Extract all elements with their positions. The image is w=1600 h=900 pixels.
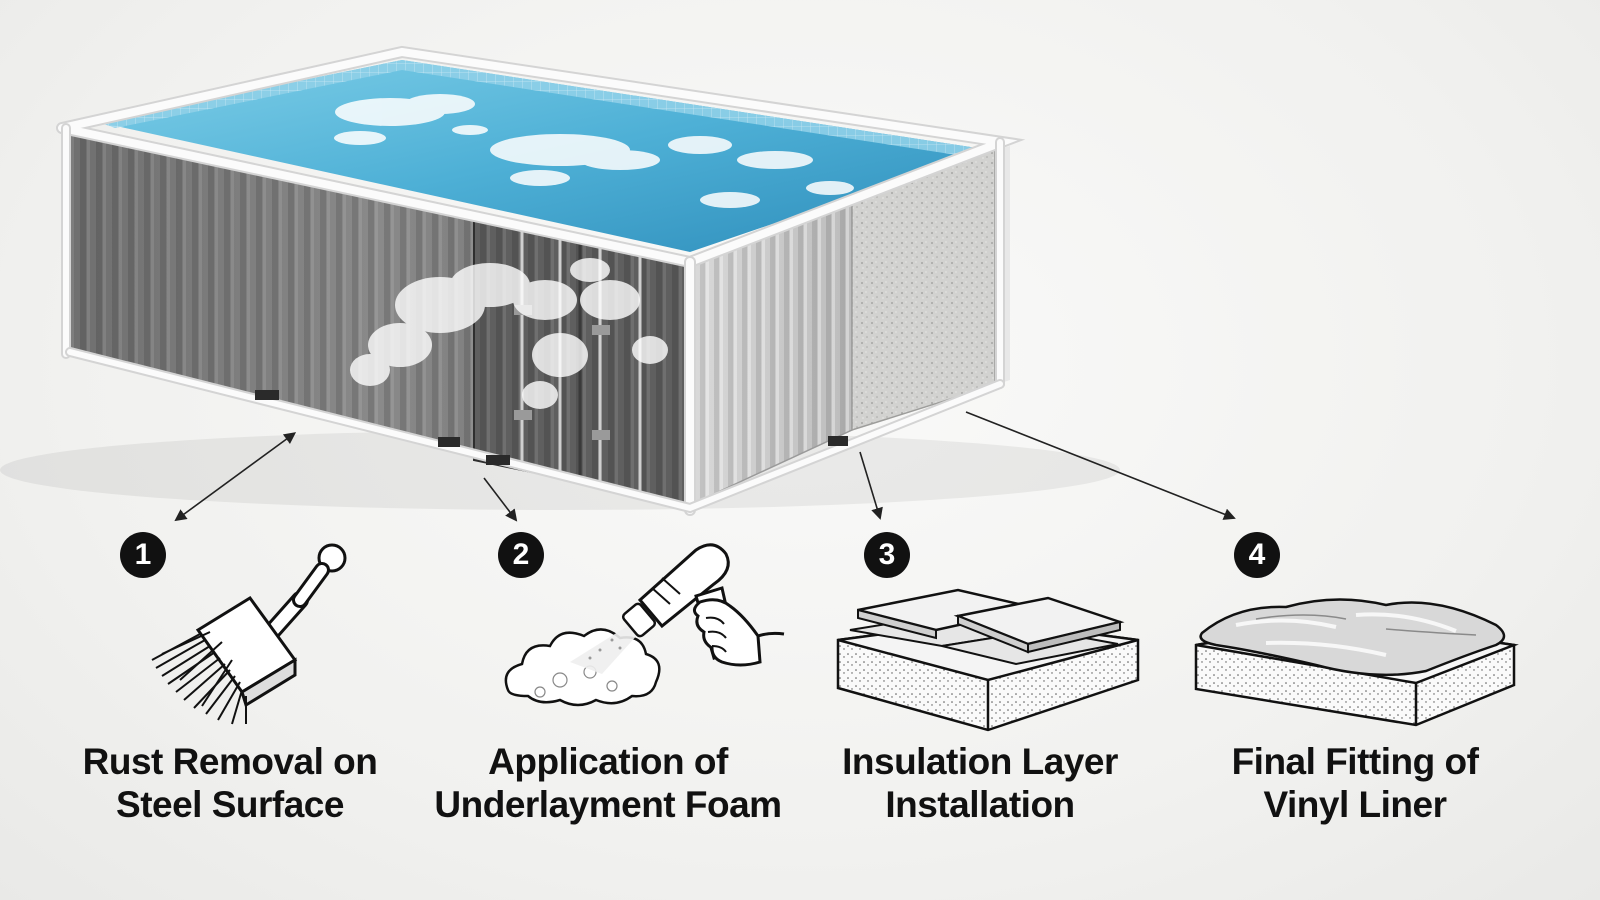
arrow-step-3 (859, 451, 883, 520)
step-3-label-line-1: Insulation Layer (842, 741, 1118, 782)
vinyl-liner-icon (1194, 598, 1519, 727)
step-2-badge: 2 (498, 532, 544, 578)
step-1-label: Rust Removal on Steel Surface (30, 740, 430, 826)
arrow-step-2 (483, 477, 518, 522)
step-4-label-line-1: Final Fitting of (1231, 741, 1479, 782)
arrow-step-1 (174, 432, 297, 522)
pointer-arrows (174, 411, 1236, 522)
step-4-label: Final Fitting of Vinyl Liner (1155, 740, 1555, 826)
insulation-boards-icon (836, 588, 1140, 732)
pool-water (98, 60, 990, 252)
step-2-label: Application of Underlayment Foam (408, 740, 808, 826)
foam-spray-cloud (350, 258, 668, 409)
step-4-badge: 4 (1234, 532, 1280, 578)
container-pool (56, 45, 1026, 516)
step-2-label-line-1: Application of (488, 741, 728, 782)
corner-castings (255, 390, 848, 465)
spray-gun-icon (504, 543, 785, 707)
arrow-step-4 (965, 411, 1236, 520)
step-1-label-line-1: Rust Removal on (82, 741, 378, 782)
step-3-label: Insulation Layer Installation (780, 740, 1180, 826)
step-1-label-line-2: Steel Surface (116, 784, 344, 825)
container-end-wall (689, 190, 853, 507)
step-2-label-line-2: Underlayment Foam (434, 784, 782, 825)
container-frame (56, 45, 1026, 516)
step-3-label-line-2: Installation (885, 784, 1075, 825)
step-4-label-line-2: Vinyl Liner (1263, 784, 1448, 825)
brush-icon (151, 543, 347, 725)
step-3-badge: 3 (864, 532, 910, 578)
step-1-badge: 1 (120, 532, 166, 578)
